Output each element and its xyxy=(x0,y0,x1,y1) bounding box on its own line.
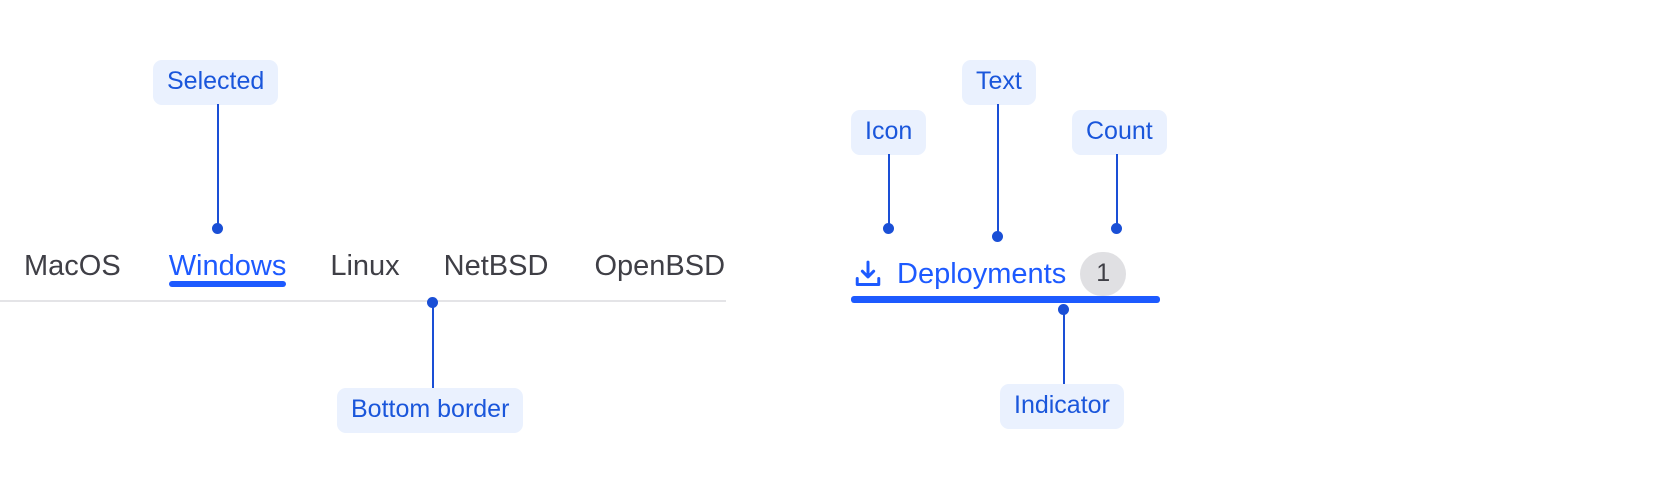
tab-label: Windows xyxy=(168,250,287,282)
tab-deployments[interactable]: Deployments 1 xyxy=(851,246,1160,303)
annotation-leader-count xyxy=(1116,154,1118,228)
annotation-label-count: Count xyxy=(1072,110,1167,155)
tab-selected-underline xyxy=(168,281,287,287)
annotation-label-text: Text xyxy=(962,60,1036,105)
annotation-label-indicator: Indicator xyxy=(1000,384,1124,429)
annotation-dot-icon xyxy=(883,223,894,234)
annotation-dot-count xyxy=(1111,223,1122,234)
annotation-label-selected: Selected xyxy=(153,60,279,105)
annotation-leader-indicator xyxy=(1063,309,1065,385)
tab-label: Linux xyxy=(330,250,400,282)
tab-openbsd[interactable]: OpenBSD xyxy=(594,246,725,281)
download-icon xyxy=(851,257,885,291)
tab-deployments-count-badge: 1 xyxy=(1080,252,1127,296)
tab-label: MacOS xyxy=(24,250,121,282)
annotation-label-icon: Icon xyxy=(851,110,927,155)
annotation-leader-selected xyxy=(217,104,219,228)
annotation-label-bottom-border: Bottom border xyxy=(337,388,524,433)
os-tab-bar: MacOS Windows Linux NetBSD OpenBSD xyxy=(0,246,726,306)
tab-strip: MacOS Windows Linux NetBSD OpenBSD xyxy=(0,246,726,302)
tab-windows[interactable]: Windows xyxy=(168,246,287,287)
tab-label: OpenBSD xyxy=(594,250,726,282)
tab-linux[interactable]: Linux xyxy=(330,246,399,281)
tab-macos[interactable]: MacOS xyxy=(24,246,121,281)
tab-deployments-label: Deployments xyxy=(897,257,1067,290)
tab-label: NetBSD xyxy=(443,250,549,282)
annotation-leader-bottom-border xyxy=(432,302,434,389)
annotation-leader-icon xyxy=(888,154,890,228)
annotation-leader-text xyxy=(997,104,999,236)
tab-netbsd[interactable]: NetBSD xyxy=(444,246,549,281)
annotation-dot-text xyxy=(992,231,1003,242)
tab-selected-indicator xyxy=(851,296,1160,303)
annotation-dot-selected xyxy=(212,223,223,234)
deployments-tab-container: Deployments 1 xyxy=(851,246,1160,303)
